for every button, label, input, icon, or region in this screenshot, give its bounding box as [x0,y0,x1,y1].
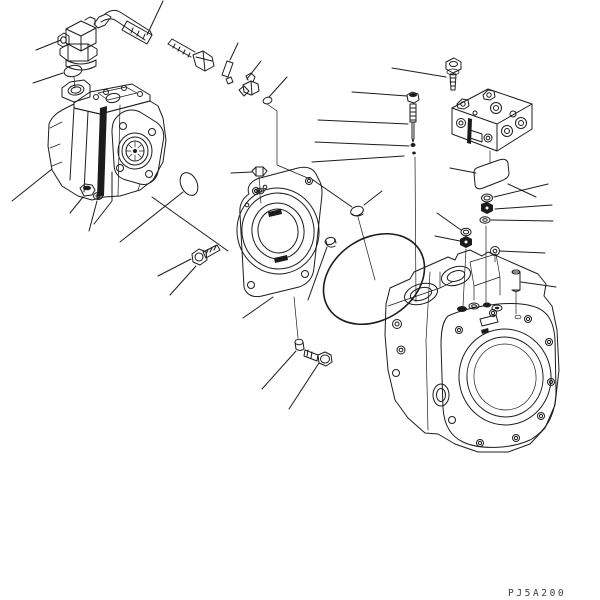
drawing-code: PJ5A200 [508,588,566,599]
pump-washer [93,192,103,200]
cap-plug [350,205,364,217]
control-valve-block [451,88,533,152]
pump-plug [79,183,96,197]
block-gasket [473,158,510,190]
case-plug-bolt [294,338,333,367]
valve-mount-parts [460,193,500,263]
spool-valve [406,91,420,155]
hose-assembly [93,9,215,72]
pilot-valve-assembly [57,16,98,71]
shaft-o-ring [179,172,199,196]
flange-bolt [191,244,221,266]
fitting-o-ring [262,96,273,105]
flange-plate [236,166,323,298]
gear-pump [47,79,167,201]
dowel-pin [511,269,522,320]
assembly-lines [73,76,517,339]
flange-plug-small [324,236,337,248]
flange-nut [251,166,268,195]
leader-lines [11,0,557,410]
hose-clip [221,60,234,85]
block-bolt [445,57,462,91]
elbow-fitting [238,72,260,97]
pump-housing [384,249,560,453]
valve-o-ring [63,64,83,78]
big-o-ring [322,232,426,326]
